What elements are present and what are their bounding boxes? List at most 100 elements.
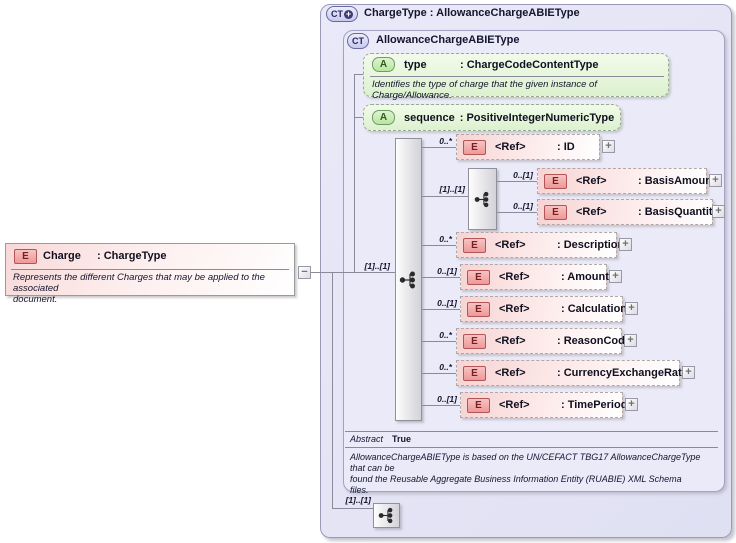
branch-currencyexchangerate: [422, 373, 456, 374]
element-ref-label: <Ref>: [495, 141, 526, 153]
nested-sequence-indicator[interactable]: [468, 168, 497, 230]
occurs-label: 0..[1]: [437, 298, 457, 308]
element-ref-label: <Ref>: [576, 206, 607, 218]
complextype-title: ChargeType : AllowanceChargeABIEType: [364, 7, 580, 19]
element-badge: E: [544, 173, 567, 189]
element-ref-label: <Ref>: [495, 367, 526, 379]
occurs-label: 0..[1]: [513, 201, 533, 211]
element-name: : TimePeriod: [561, 399, 628, 411]
occurs-label: 0..*: [439, 234, 452, 244]
element-ref-description[interactable]: E <Ref> : Description: [456, 232, 624, 258]
element-name: : CurrencyExchangeRate: [557, 367, 688, 379]
occurs-label: 0..[1]: [437, 394, 457, 404]
element-ref-id[interactable]: E <Ref> : ID: [456, 134, 600, 160]
element-ref-reasoncode[interactable]: E <Ref> : ReasonCode: [456, 328, 631, 354]
element-ref-basisquantity[interactable]: E <Ref> : BasisQuantity: [537, 199, 719, 225]
element-type: : ChargeType: [97, 250, 167, 262]
attribute-annotation: Identifies the type of charge that the g…: [372, 79, 597, 101]
sequence-icon: [378, 507, 392, 524]
expand-icon[interactable]: +: [625, 398, 638, 411]
connector-footer: [332, 508, 373, 509]
expand-icon[interactable]: +: [619, 238, 632, 251]
expand-icon[interactable]: +: [712, 205, 725, 218]
occurs-label: 0..*: [439, 330, 452, 340]
branch-amount: [422, 277, 461, 278]
abstract-label: Abstract: [350, 434, 384, 444]
occurs-label: 0..[1]: [437, 266, 457, 276]
branch-timeperiod: [422, 405, 461, 406]
divider: [345, 431, 718, 432]
occurs-label: 0..*: [439, 362, 452, 372]
connector-attr-sequence: [354, 117, 364, 118]
element-ref-basisamount[interactable]: E <Ref> : BasisAmount: [537, 168, 716, 194]
connector-down: [332, 272, 333, 508]
ct-badge-text: CT: [331, 9, 343, 19]
attribute-name: type: [404, 58, 427, 71]
element-name: : Calculation: [561, 303, 628, 315]
attribute-type-name: : PositiveIntegerNumericType: [459, 111, 615, 124]
attribute-badge: A: [372, 57, 395, 72]
branch-group: [422, 196, 468, 197]
connector-attributes: [354, 74, 355, 272]
connector-trunk: [311, 272, 395, 273]
element-ref-currencyexchangerate[interactable]: E <Ref> : CurrencyExchangeRate: [456, 360, 688, 386]
divider: [370, 76, 664, 77]
element-name: : Description: [557, 239, 625, 251]
branch-basisquantity: [497, 212, 537, 213]
abstract-value: True: [392, 434, 412, 444]
expand-icon[interactable]: +: [682, 366, 695, 379]
branch-id: [422, 147, 456, 148]
element-badge: E: [467, 301, 490, 317]
expand-icon[interactable]: +: [709, 174, 722, 187]
expand-icon[interactable]: +: [625, 302, 638, 315]
attribute-type-name: : ChargeCodeContentType: [460, 58, 599, 71]
element-name: : BasisQuantity: [638, 206, 719, 218]
attribute-name: sequence: [404, 111, 455, 124]
expand-icon[interactable]: +: [602, 140, 615, 153]
ct-badge-text: CT: [352, 36, 364, 46]
element-ref-label: <Ref>: [495, 335, 526, 347]
element-badge: E: [467, 397, 490, 413]
element-name: Charge: [43, 250, 81, 262]
extension-icon: +: [344, 8, 353, 19]
complextype-badge: CT: [347, 33, 369, 49]
element-name: : ReasonCode: [557, 335, 631, 347]
element-badge: E: [544, 204, 567, 220]
occurs-label-footer: [1]..[1]: [345, 495, 372, 505]
occurs-label: 0..[1]: [513, 170, 533, 180]
element-badge: E: [463, 333, 486, 349]
sequence-icon: [474, 191, 488, 207]
attribute-type[interactable]: A type : ChargeCodeContentType Identifie…: [363, 53, 669, 101]
element-name: : Amount: [561, 271, 609, 283]
element-badge: E: [14, 248, 37, 264]
connector-attr-type: [354, 74, 364, 75]
element-charge[interactable]: E Charge : ChargeType Represents the dif…: [5, 243, 295, 305]
occurs-label: 0..*: [439, 136, 452, 146]
element-ref-amount[interactable]: E <Ref> : Amount: [460, 264, 609, 290]
expand-icon[interactable]: +: [624, 334, 637, 347]
sequence-icon: [399, 271, 415, 288]
element-badge: E: [463, 365, 486, 381]
attribute-sequence[interactable]: A sequence : PositiveIntegerNumericType: [363, 104, 621, 131]
attribute-badge: A: [372, 110, 395, 125]
divider: [345, 447, 718, 448]
element-annotation: Represents the different Charges that ma…: [13, 272, 265, 305]
element-ref-label: <Ref>: [495, 239, 526, 251]
type-detail-title: AllowanceChargeABIEType: [376, 34, 520, 46]
divider: [11, 269, 289, 270]
branch-basisamount: [497, 181, 537, 182]
collapse-icon[interactable]: −: [298, 266, 311, 279]
element-name: : ID: [557, 141, 575, 153]
element-ref-label: <Ref>: [499, 271, 530, 283]
element-name: : BasisAmount: [638, 175, 716, 187]
sequence-indicator[interactable]: [395, 138, 422, 421]
branch-calculation: [422, 309, 461, 310]
complextype-ref-badge: CT+: [326, 6, 358, 22]
branch-description: [422, 245, 456, 246]
element-ref-label: <Ref>: [499, 399, 530, 411]
element-ref-calculation[interactable]: E <Ref> : Calculation: [460, 296, 627, 322]
expand-icon[interactable]: +: [609, 270, 622, 283]
footer-sequence-indicator[interactable]: [373, 503, 400, 528]
element-ref-timeperiod[interactable]: E <Ref> : TimePeriod: [460, 392, 627, 418]
